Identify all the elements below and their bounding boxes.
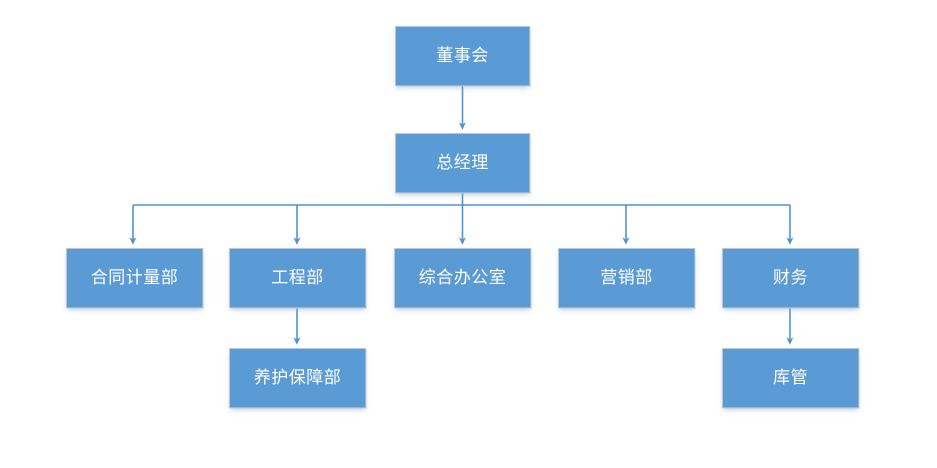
node-contract-measurement-dept[interactable]: 合同计量部 <box>66 248 203 308</box>
node-finance[interactable]: 财务 <box>722 248 859 308</box>
node-contract-measurement-dept-label: 合同计量部 <box>90 267 179 287</box>
node-board-label: 董事会 <box>436 45 489 65</box>
node-maintenance-support-dept-label: 养护保障部 <box>253 367 342 387</box>
node-general-office[interactable]: 综合办公室 <box>394 248 531 308</box>
node-marketing-dept[interactable]: 营销部 <box>558 248 695 308</box>
node-general-manager[interactable]: 总经理 <box>395 133 530 193</box>
node-general-office-label: 综合办公室 <box>418 267 507 287</box>
node-finance-label: 财务 <box>773 267 808 287</box>
node-engineering-dept-label: 工程部 <box>271 267 324 287</box>
node-warehouse-management-label: 库管 <box>773 367 808 387</box>
node-warehouse-management[interactable]: 库管 <box>722 348 859 408</box>
node-engineering-dept[interactable]: 工程部 <box>229 248 366 308</box>
node-board[interactable]: 董事会 <box>395 26 530 86</box>
node-general-manager-label: 总经理 <box>436 152 489 172</box>
node-marketing-dept-label: 营销部 <box>600 267 653 287</box>
node-maintenance-support-dept[interactable]: 养护保障部 <box>229 348 366 408</box>
